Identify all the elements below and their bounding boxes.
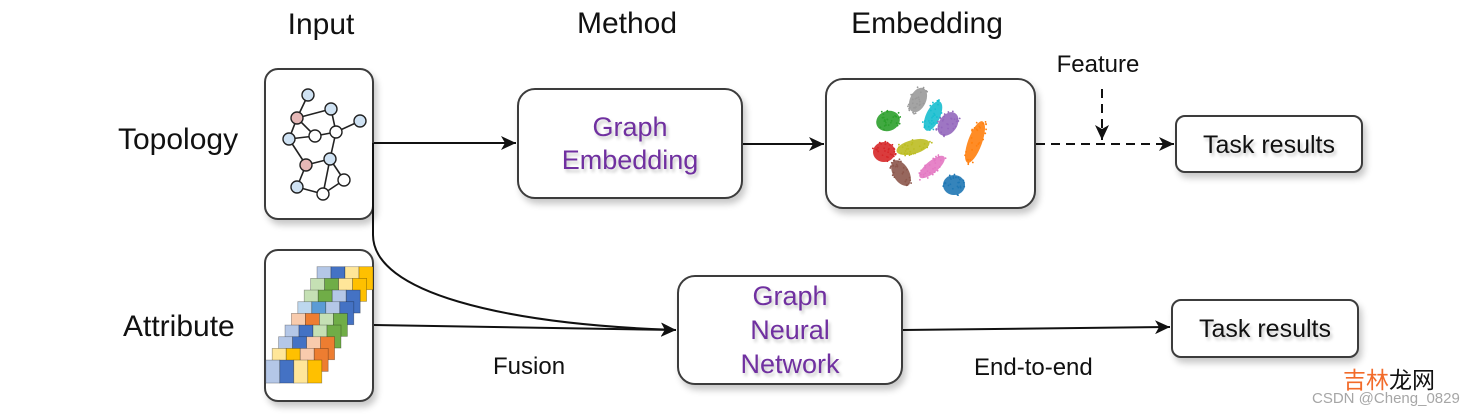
- embedding-box: [825, 78, 1036, 209]
- attribute-input-box: [264, 249, 374, 402]
- row-label-topology: Topology: [118, 123, 239, 156]
- arrow-attribute-to-gnn: [373, 322, 677, 337]
- task-results-top-label: Task results: [1203, 131, 1335, 159]
- watermark-brand-orange: 吉林: [1343, 367, 1389, 393]
- fusion-label: Fusion: [493, 353, 566, 380]
- header-input: Input: [287, 8, 355, 41]
- row-label-attribute: Attribute: [123, 310, 235, 343]
- watermark-brand: 吉林龙网: [1343, 369, 1435, 392]
- gnn-line-3: Network: [740, 349, 840, 379]
- graph-embedding-line-1: Graph: [592, 112, 668, 142]
- topology-input-box: [264, 68, 374, 220]
- header-embedding: Embedding: [851, 7, 1003, 40]
- task-results-bottom-label: Task results: [1199, 315, 1331, 343]
- task-results-top-box: [1175, 115, 1363, 173]
- gnn-line-2: Neural: [750, 315, 830, 345]
- graph-embedding-box: [517, 88, 743, 199]
- gnn-box: [677, 275, 903, 385]
- feature-label: Feature: [1056, 51, 1140, 78]
- task-results-bottom-box: [1171, 299, 1359, 358]
- arrow-gnn-to-task-results: [902, 320, 1171, 335]
- gnn-line-1: Graph: [752, 281, 828, 311]
- graph-embedding-line-2: Embedding: [561, 145, 699, 175]
- watermark-brand-black: 龙网: [1389, 367, 1435, 393]
- header-method: Method: [576, 7, 678, 40]
- end-to-end-label: End-to-end: [974, 354, 1093, 381]
- watermark-credit: CSDN @Cheng_0829: [1312, 390, 1460, 407]
